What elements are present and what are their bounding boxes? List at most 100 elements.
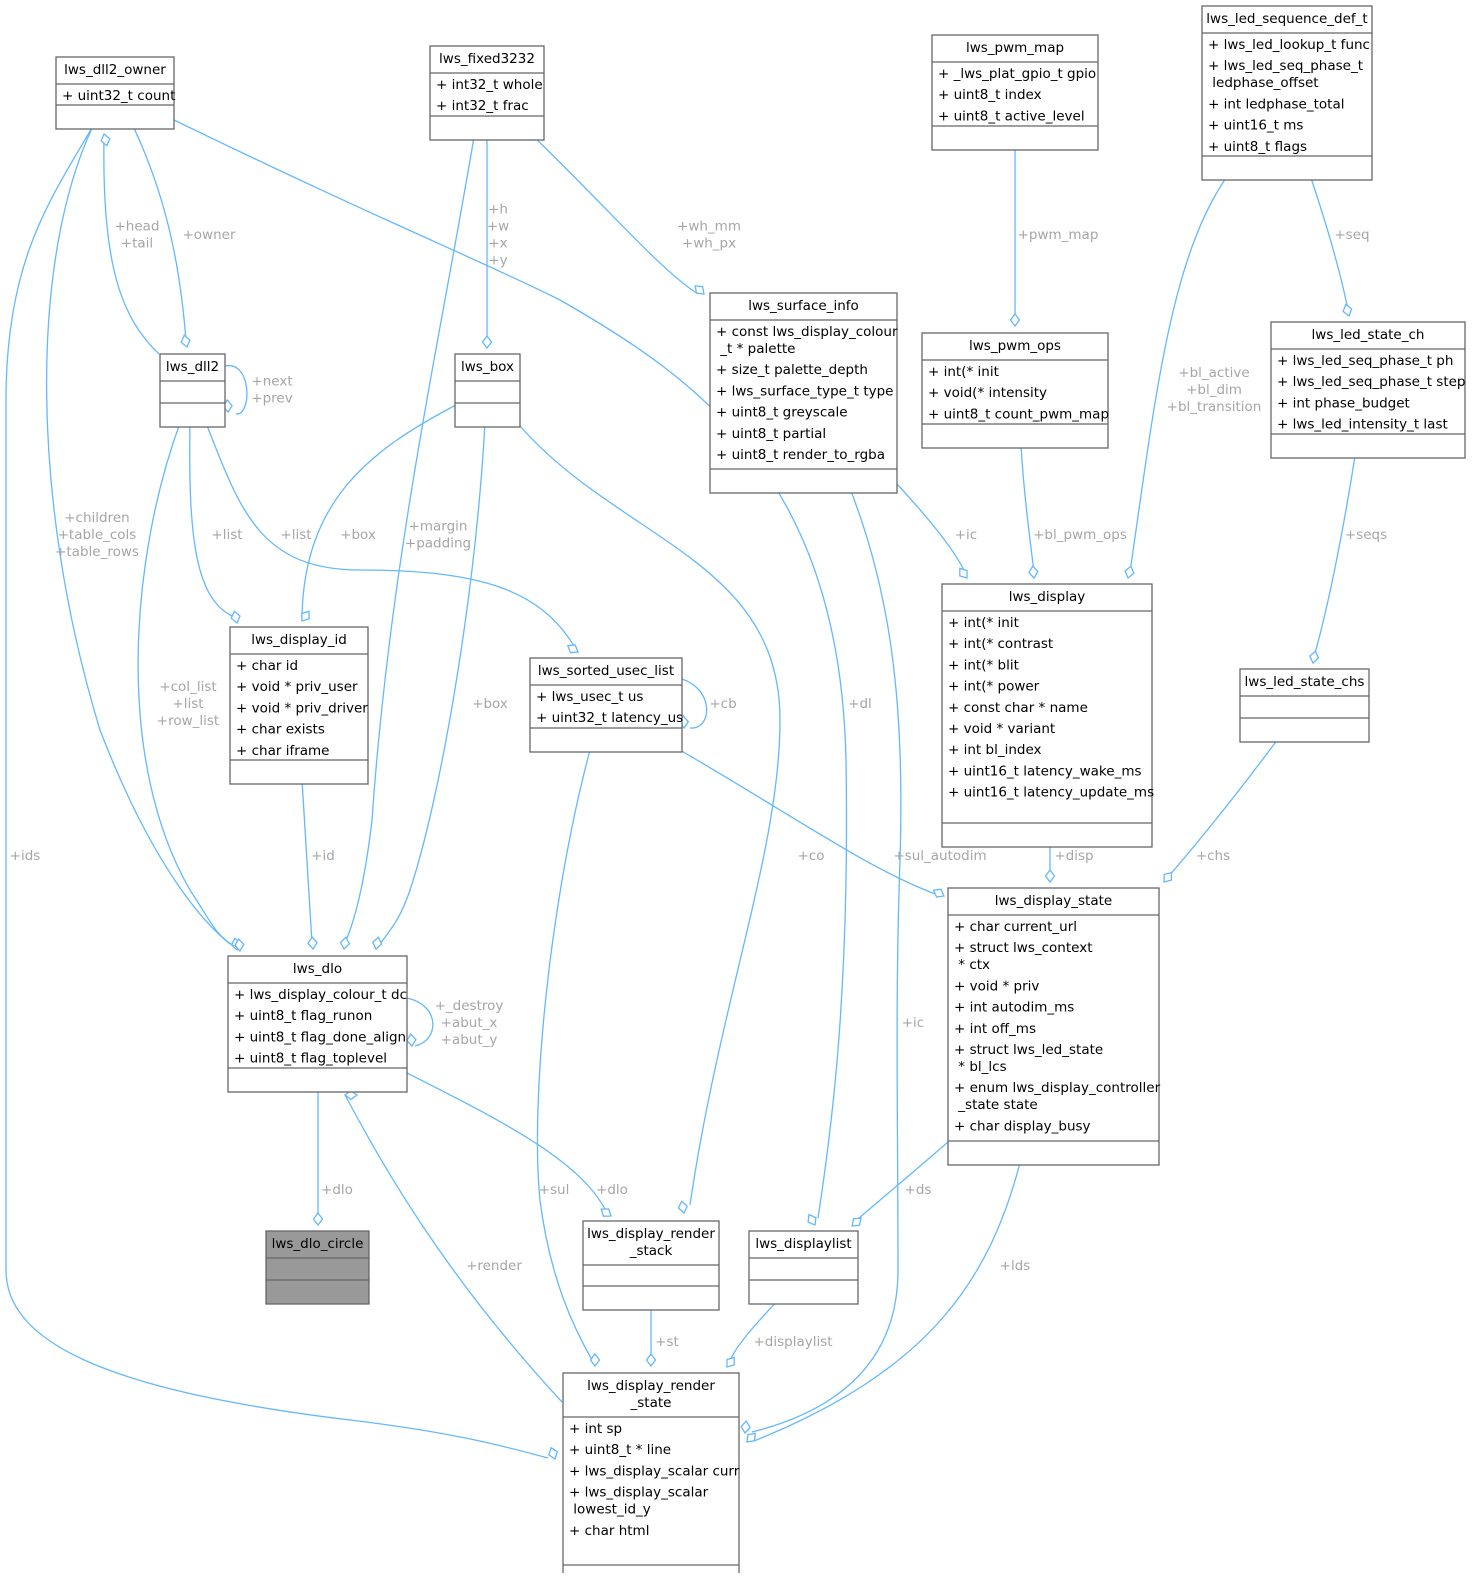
- class-node-displaylist[interactable]: lws_displaylist: [748, 1230, 859, 1305]
- class-attribute: + const lws_display_colour _t * palette: [716, 324, 898, 357]
- class-attribute: + _lws_plat_gpio_t gpio: [938, 66, 1096, 82]
- class-node-display_id[interactable]: lws_display_id+ char id+ void * priv_use…: [229, 626, 369, 785]
- edge-dll2-to-dlo: [137, 422, 245, 953]
- edge-dll2_owner-to-dll2: [132, 125, 191, 349]
- edge-line: [344, 136, 475, 944]
- class-node-led_state_ch[interactable]: lws_led_state_ch+ lws_led_seq_phase_t ph…: [1270, 321, 1466, 459]
- aggregation-diamond: [548, 1446, 559, 1461]
- class-name: lws_surface_info: [748, 298, 859, 314]
- edge-label: +wh_mm+wh_px: [677, 219, 741, 252]
- class-attribute: + lws_led_seq_phase_t ledphase_offset: [1208, 58, 1363, 91]
- class-node-surface_info[interactable]: lws_surface_info + const lws_display_colo…: [709, 292, 898, 494]
- edge-label: +bl_pwm_ops: [1033, 527, 1127, 543]
- edge-label: +render: [466, 1258, 522, 1274]
- class-attribute: + size_t palette_depth: [716, 362, 868, 378]
- edge-dlo-to-render_state: [343, 1089, 563, 1403]
- class-attribute: + uint8_t count_pwm_map: [928, 406, 1109, 422]
- aggregation-diamond: [100, 132, 111, 147]
- class-box: [921, 332, 1109, 449]
- edge-box-to-dlo: [372, 422, 486, 951]
- edge-line: [45, 125, 231, 945]
- edge-label: +children+table_cols+table_rows: [55, 510, 139, 560]
- aggregation-diamond: [645, 1352, 657, 1368]
- class-box: [227, 955, 408, 1093]
- class-attribute: + lws_surface_type_t type: [716, 383, 893, 399]
- class-attribute: + lws_display_scalar lowest_id_y: [569, 1485, 709, 1518]
- edge-label: +lds: [1000, 1258, 1031, 1274]
- class-node-dll2[interactable]: lws_dll2: [159, 353, 226, 428]
- edge-dll2_owner-to-render_state: [5, 125, 559, 1461]
- class-attribute: + struct lws_context * ctx: [954, 940, 1093, 973]
- edge-label: +owner: [182, 227, 235, 243]
- aggregation-diamond: [1124, 565, 1135, 580]
- edge-line: [533, 136, 699, 295]
- aggregation-diamond: [372, 936, 383, 951]
- class-attribute: + int autodim_ms: [954, 1000, 1074, 1016]
- aggregation-diamond: [1009, 312, 1021, 328]
- class-node-dll2_owner[interactable]: lws_dll2_owner+ uint32_t count: [55, 56, 175, 130]
- class-box: [529, 657, 683, 753]
- edge-line: [1020, 445, 1035, 573]
- aggregation-diamond: [307, 935, 318, 951]
- class-box: [1270, 321, 1466, 459]
- class-attribute: + char current_url: [954, 919, 1077, 935]
- edge-label: +next+prev: [251, 374, 292, 407]
- class-name: lws_fixed3232: [439, 51, 535, 67]
- aggregation-diamond: [677, 1200, 688, 1215]
- edge-line: [189, 422, 235, 618]
- class-box: [265, 1230, 370, 1305]
- edge-line: [132, 125, 187, 342]
- class-name: lws_box: [461, 359, 514, 375]
- class-box: [748, 1230, 859, 1305]
- edge-led_state_ch-to-led_state_chs: [1309, 455, 1356, 665]
- edge-label: +_destroy+abut_x+abut_y: [435, 998, 504, 1048]
- edge-line: [344, 1094, 563, 1403]
- class-attribute: + uint16_t latency_wake_ms: [948, 763, 1142, 779]
- class-node-render_stack[interactable]: lws_display_render_stack: [582, 1220, 720, 1311]
- class-attribute: + int ledphase_total: [1208, 96, 1344, 112]
- class-node-display[interactable]: lws_display+ int(* init+ int(* contrast+…: [941, 583, 1154, 848]
- edge-label: +margin+padding: [405, 519, 471, 552]
- edge-box-to-display_id: [301, 404, 457, 622]
- aggregation-diamond: [740, 1420, 751, 1435]
- class-box: [454, 353, 521, 428]
- edge-line: [679, 749, 939, 896]
- edge-line: [205, 422, 575, 647]
- edge-led_state_chs-to-display_state: [1163, 738, 1279, 883]
- class-node-render_state[interactable]: lws_display_render_state+ int sp+ uint8_…: [562, 1372, 740, 1578]
- class-name: lws_display_render_stack: [587, 1226, 715, 1259]
- class-node-pwm_ops[interactable]: lws_pwm_ops+ int(* init+ void(* intensit…: [921, 332, 1109, 449]
- edge-dll2-to-sorted_usec_list: [205, 422, 579, 654]
- class-node-led_state_chs[interactable]: lws_led_state_chs: [1239, 668, 1370, 743]
- aggregation-diamond: [746, 1432, 757, 1443]
- edge-dlo-to-dlo: [406, 997, 434, 1048]
- edge-dll2-to-display_id: [189, 422, 241, 625]
- edge-label: +h+w+x+y: [487, 202, 509, 269]
- class-node-led_seq_def[interactable]: lws_led_sequence_def_t+ lws_led_lookup_t…: [1201, 5, 1373, 181]
- class-name: lws_led_state_chs: [1245, 674, 1365, 690]
- class-node-sorted_usec_list[interactable]: lws_sorted_usec_list+ lws_usec_t us+ uin…: [529, 657, 683, 753]
- class-attribute: + lws_display_scalar curr: [569, 1463, 740, 1479]
- class-node-dlo[interactable]: lws_dlo+ lws_display_colour_t dc+ uint8_…: [227, 955, 408, 1093]
- class-attribute: + uint16_t latency_update_ms: [948, 785, 1154, 801]
- class-node-pwm_map[interactable]: lws_pwm_map+ _lws_plat_gpio_t gpio+ uint…: [931, 34, 1099, 151]
- class-node-dlo_circle[interactable]: lws_dlo_circle: [265, 1230, 370, 1305]
- class-attribute: + void(* intensity: [928, 385, 1047, 401]
- aggregation-diamond: [600, 1208, 612, 1217]
- aggregation-diamond: [312, 1211, 324, 1227]
- class-node-box[interactable]: lws_box: [454, 353, 521, 428]
- edge-label: +pwm_map: [1018, 227, 1099, 243]
- aggregation-diamond: [1163, 871, 1173, 883]
- class-box: [159, 353, 226, 428]
- edge-label: +disp: [1054, 848, 1093, 864]
- aggregation-diamond: [566, 644, 579, 654]
- class-name: lws_display: [1009, 589, 1086, 605]
- edge-line: [857, 1141, 949, 1220]
- edge-line: [137, 422, 235, 947]
- class-attribute: + uint8_t flag_toplevel: [234, 1051, 387, 1067]
- class-attribute: + lws_led_intensity_t last: [1277, 417, 1448, 433]
- class-node-display_state[interactable]: lws_display_state+ char current_url+ str…: [947, 887, 1161, 1166]
- class-node-fixed3232[interactable]: lws_fixed3232+ int32_t whole+ int32_t fr…: [429, 45, 545, 141]
